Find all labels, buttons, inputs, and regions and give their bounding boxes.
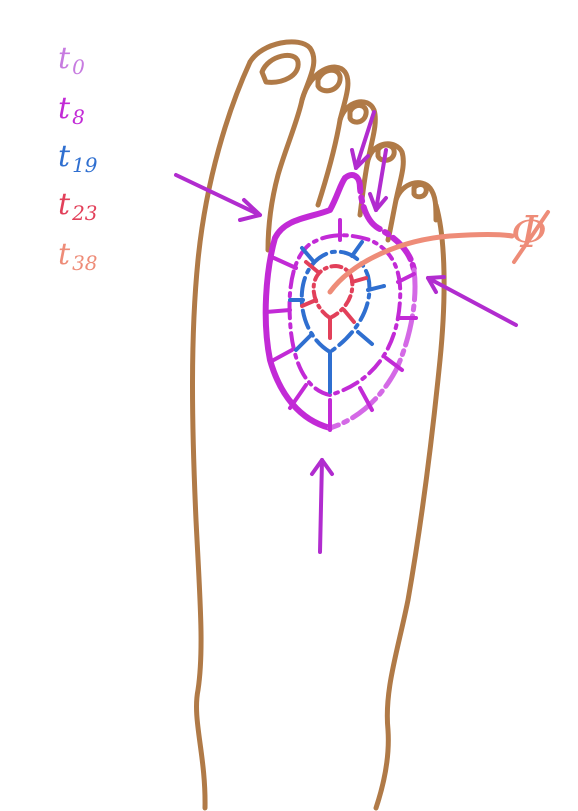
third-toe-nail [350, 105, 366, 122]
legend-subscript: 0 [72, 55, 85, 79]
legend-label: t [58, 41, 70, 76]
phi-curve [330, 235, 512, 293]
phi-label: Φ [507, 205, 551, 269]
blue-spoke [352, 242, 362, 256]
blue-spoke [358, 332, 372, 344]
big-toe-nail [262, 55, 298, 82]
legend-subscript: 8 [72, 105, 85, 129]
legend-subscript: 38 [72, 251, 97, 275]
foot-left-edge [193, 62, 251, 808]
foot-right-edge [376, 205, 444, 808]
red-spoke [352, 278, 366, 282]
legend-label: t [58, 139, 70, 174]
little-toe-nail [414, 185, 426, 197]
legend-label: t [58, 187, 70, 222]
second-toe-nail [318, 70, 340, 91]
legend-subscript: 19 [72, 153, 97, 177]
arrow-bottom [312, 460, 332, 552]
arrow-left [176, 175, 260, 220]
blue-spoke [296, 334, 312, 350]
legend-subscript: 23 [72, 201, 97, 225]
inner-magenta-ring [290, 235, 401, 395]
red-spoke [344, 310, 354, 322]
blue-spoke [302, 248, 314, 262]
legend-label: t [58, 91, 70, 126]
outer-front-right [330, 270, 415, 428]
legend-label: t [58, 237, 70, 272]
